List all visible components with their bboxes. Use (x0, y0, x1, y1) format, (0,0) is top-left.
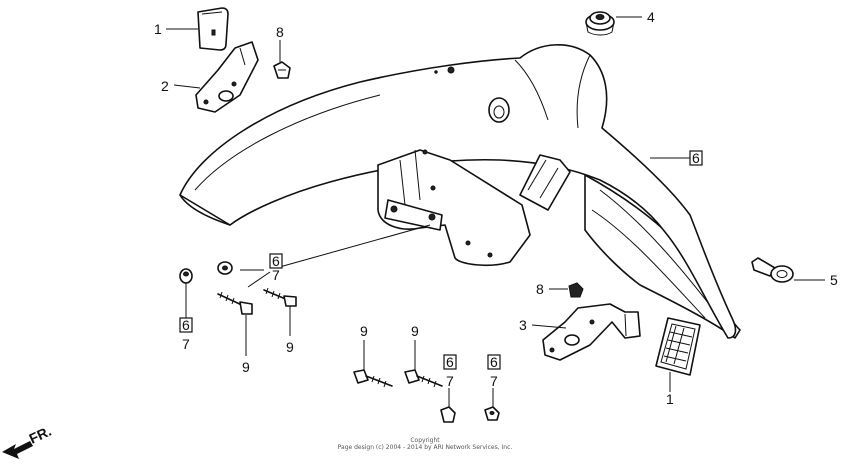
callout-3: 3 (519, 317, 527, 333)
part-4-grommet (585, 11, 615, 36)
part-1-reflector (655, 317, 701, 376)
part-8-nut-top (273, 61, 291, 79)
callout-6-fender: 6 (692, 150, 700, 166)
part-5-clip (751, 257, 794, 283)
callout-6-bottom-a: 6 (446, 354, 454, 370)
callout-4: 4 (647, 9, 655, 25)
callout-8-mid: 8 (536, 281, 544, 297)
part-7-collar-bottom-b (484, 406, 500, 421)
callout-1-reflector: 1 (666, 391, 674, 407)
part-3-bracket-lower (542, 303, 641, 361)
leader-lines (166, 16, 825, 408)
callout-9-c: 9 (360, 323, 368, 339)
part-9-bolt-a (217, 291, 253, 315)
callout-7-upper: 7 (272, 267, 280, 283)
copyright-line-2: Page design (c) 2004 - 2014 by ARI Netwo… (337, 444, 513, 451)
callout-6-bottom-b: 6 (490, 354, 498, 370)
front-direction-arrow: FR. (2, 423, 54, 459)
callout-7-bottom-b: 7 (490, 373, 498, 389)
front-fender (179, 44, 741, 339)
part-7-collar-upper (217, 261, 233, 275)
part-1-reflector-sticker-top (197, 7, 229, 51)
callout-7-bottom-a: 7 (446, 373, 454, 389)
callout-7-left: 7 (182, 336, 190, 352)
part-9-bolt-d (404, 369, 443, 388)
copyright-line-1: Copyright (410, 437, 440, 444)
callout-1-top: 1 (154, 21, 162, 37)
part-9-bolt-c (353, 369, 393, 388)
callout-9-b: 9 (286, 339, 294, 355)
callout-2: 2 (161, 78, 169, 94)
part-7-collar-left (179, 268, 193, 284)
part-7-collar-bottom-a (440, 406, 456, 423)
callout-6-left: 6 (182, 317, 190, 333)
callout-9-d: 9 (411, 323, 419, 339)
callout-8-top: 8 (276, 24, 284, 40)
part-9-bolt-b (263, 287, 297, 307)
callout-5: 5 (830, 272, 838, 288)
callout-6-upper: 6 (272, 253, 280, 269)
part-8-nut-mid (568, 282, 584, 298)
callout-9-a: 9 (242, 359, 250, 375)
part-2-fender-stay-bracket (195, 41, 259, 113)
